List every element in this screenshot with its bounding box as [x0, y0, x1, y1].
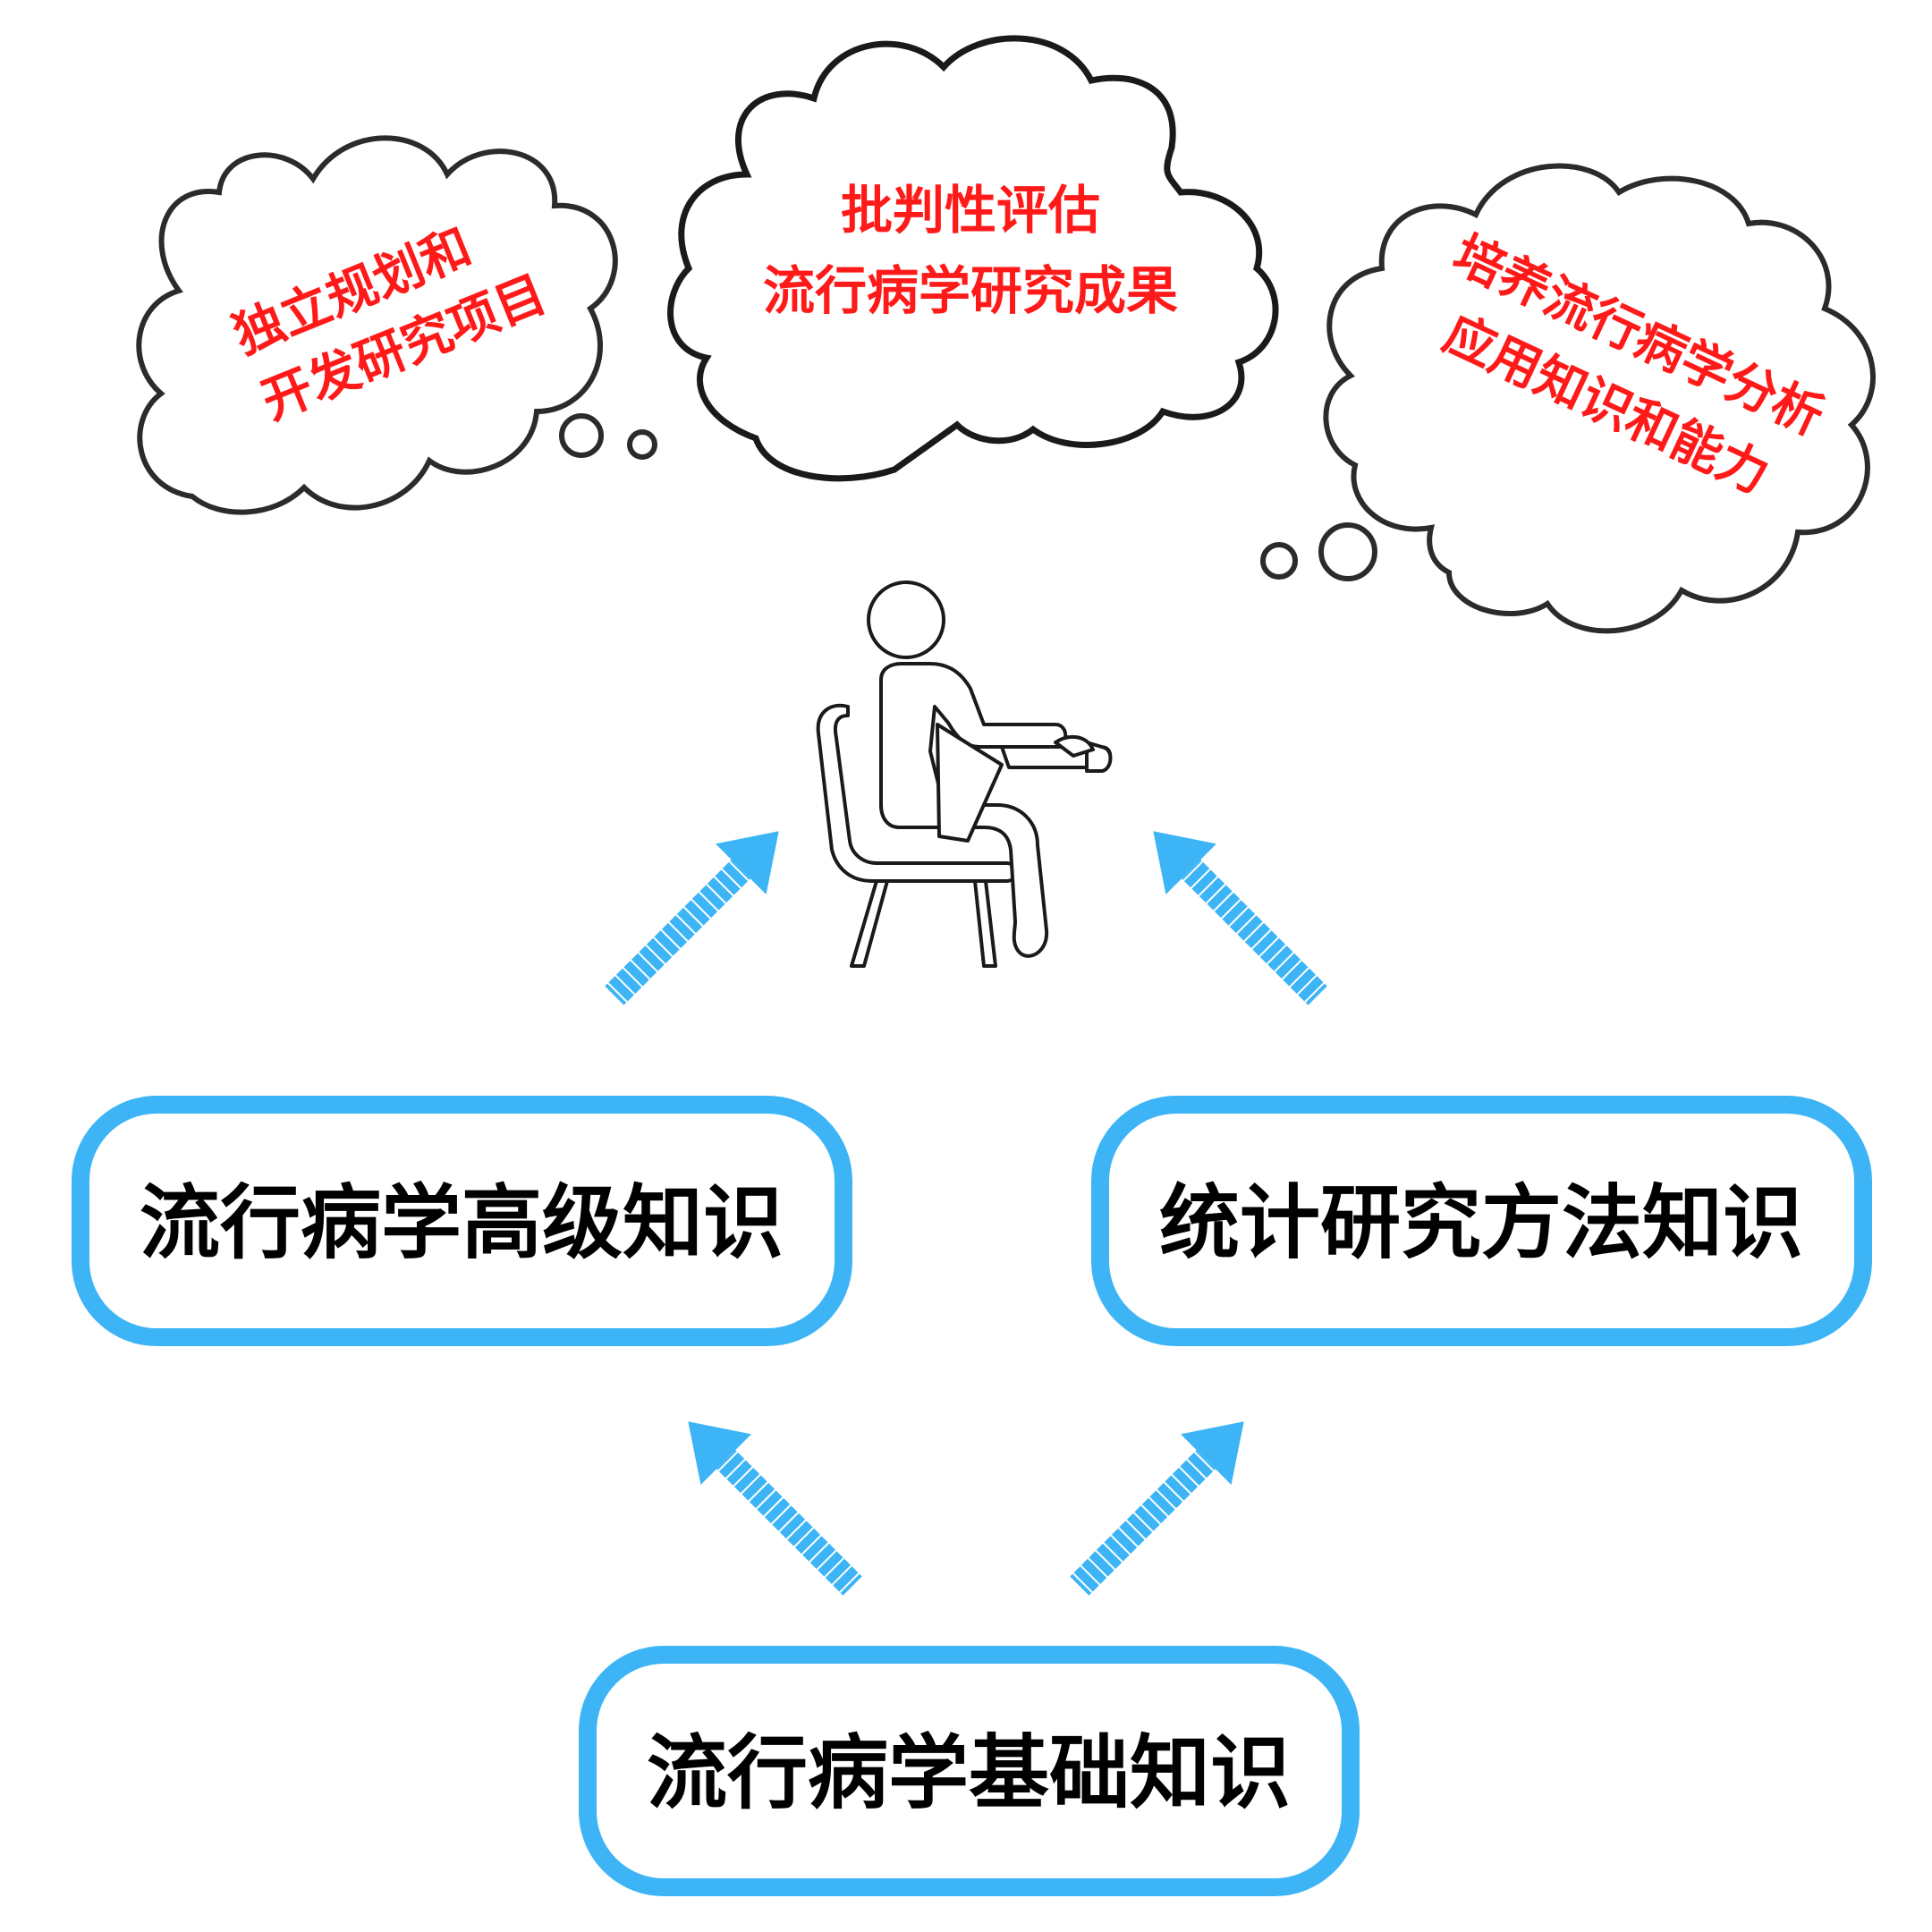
- cloud-left-shape: [136, 135, 618, 515]
- cloud-right-shape: [1323, 163, 1876, 634]
- box-advanced-label: 流行病学高级知识: [140, 1176, 784, 1270]
- arrow-basic-to-statistics: [1070, 1421, 1244, 1596]
- box-advanced-knowledge: 流行病学高级知识: [72, 1096, 852, 1346]
- cloud-center-shape: [667, 35, 1279, 482]
- box-basic-knowledge: 流行病学基础知识: [579, 1646, 1360, 1896]
- arrow-advanced-to-student: [605, 831, 779, 1005]
- seated-student-icon: [816, 580, 1113, 968]
- box-statistics-label: 统计研究方法知识: [1159, 1176, 1803, 1270]
- cloud-center-line1: 批判性评估: [841, 180, 1100, 241]
- cloud-right-bubble-large: [1318, 522, 1377, 581]
- box-statistics-knowledge: 统计研究方法知识: [1091, 1096, 1872, 1346]
- speech-cloud-center: 批判性评估 流行病学研究成果: [667, 35, 1279, 482]
- cloud-left-bubble-small: [627, 429, 657, 460]
- arrow-statistics-to-student: [1153, 831, 1327, 1005]
- cloud-left-bubble-large: [559, 413, 604, 458]
- thought-cloud-left: 独立规划和 开发研究项目: [136, 135, 657, 515]
- cloud-right-bubble-small: [1260, 542, 1298, 580]
- cloud-center-line2: 流行病学研究成果: [763, 260, 1178, 321]
- box-basic-label: 流行病学基础知识: [647, 1726, 1291, 1820]
- thought-cloud-right: 培养流行病学分析 应用知识和能力: [1260, 163, 1876, 634]
- arrow-basic-to-advanced: [688, 1421, 862, 1596]
